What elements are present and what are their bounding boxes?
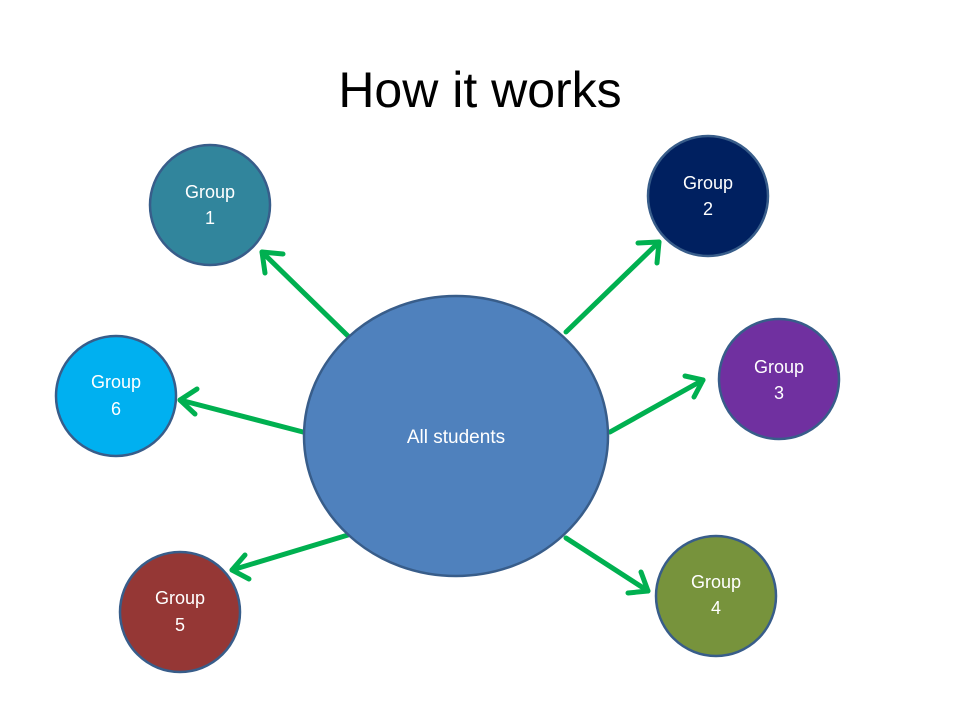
group-node-4-circle: [654, 534, 778, 658]
arrow-to-group-5-head: [229, 552, 252, 582]
group-node-5-label-line1: Group: [155, 588, 205, 608]
group-node-5-circle: [118, 550, 242, 674]
arrow-to-group-5: [229, 532, 351, 582]
arrow-to-group-4-head: [625, 569, 651, 596]
arrow-to-group-1-head: [259, 249, 286, 276]
group-node-3-circle: [717, 317, 841, 441]
group-node-4-label-line2: 4: [711, 598, 721, 618]
arrow-to-group-2-shaft: [563, 239, 662, 335]
group-node-1-label-line2: 1: [205, 208, 215, 228]
arrow-to-group-1: [259, 249, 351, 339]
group-node-2-label-line1: Group: [683, 173, 733, 193]
group-node-1-circle: [148, 143, 272, 267]
center-node-label: All students: [407, 427, 505, 448]
arrows: [177, 239, 706, 596]
arrow-to-group-4: [563, 535, 651, 596]
arrow-to-group-3: [607, 373, 706, 435]
arrow-to-group-3-shaft: [607, 377, 706, 435]
arrow-to-group-3-head: [682, 373, 706, 400]
group-node-6-circle: [54, 334, 178, 458]
arrow-to-group-6: [177, 386, 306, 435]
arrow-to-group-6-head: [177, 386, 200, 417]
arrow-to-group-2-head: [635, 239, 662, 266]
group-node-1-label-line1: Group: [185, 182, 235, 202]
arrow-to-group-1-shaft: [259, 249, 351, 339]
group-node-2: Group 2: [646, 134, 770, 258]
group-node-6: Group 6: [54, 334, 178, 458]
group-node-3-label-line2: 3: [774, 383, 784, 403]
group-node-1: Group 1: [148, 143, 272, 267]
center-node: All students: [302, 294, 610, 578]
group-node-6-label-line2: 6: [111, 399, 121, 419]
arrow-to-group-2: [563, 239, 662, 335]
group-node-5: Group 5: [118, 550, 242, 674]
group-node-5-label-line2: 5: [175, 615, 185, 635]
slide-title: How it works: [338, 62, 622, 118]
group-node-4-label-line1: Group: [691, 572, 741, 592]
group-node-2-label-line2: 2: [703, 199, 713, 219]
group-node-6-label-line1: Group: [91, 372, 141, 392]
group-node-2-circle: [646, 134, 770, 258]
arrow-to-group-4-shaft: [563, 535, 651, 594]
group-node-4: Group 4: [654, 534, 778, 658]
arrow-to-group-6-shaft: [177, 397, 306, 435]
center-node-circle: [302, 294, 610, 578]
arrow-to-group-5-shaft: [229, 532, 351, 573]
group-node-3: Group 3: [717, 317, 841, 441]
group-node-3-label-line1: Group: [754, 357, 804, 377]
